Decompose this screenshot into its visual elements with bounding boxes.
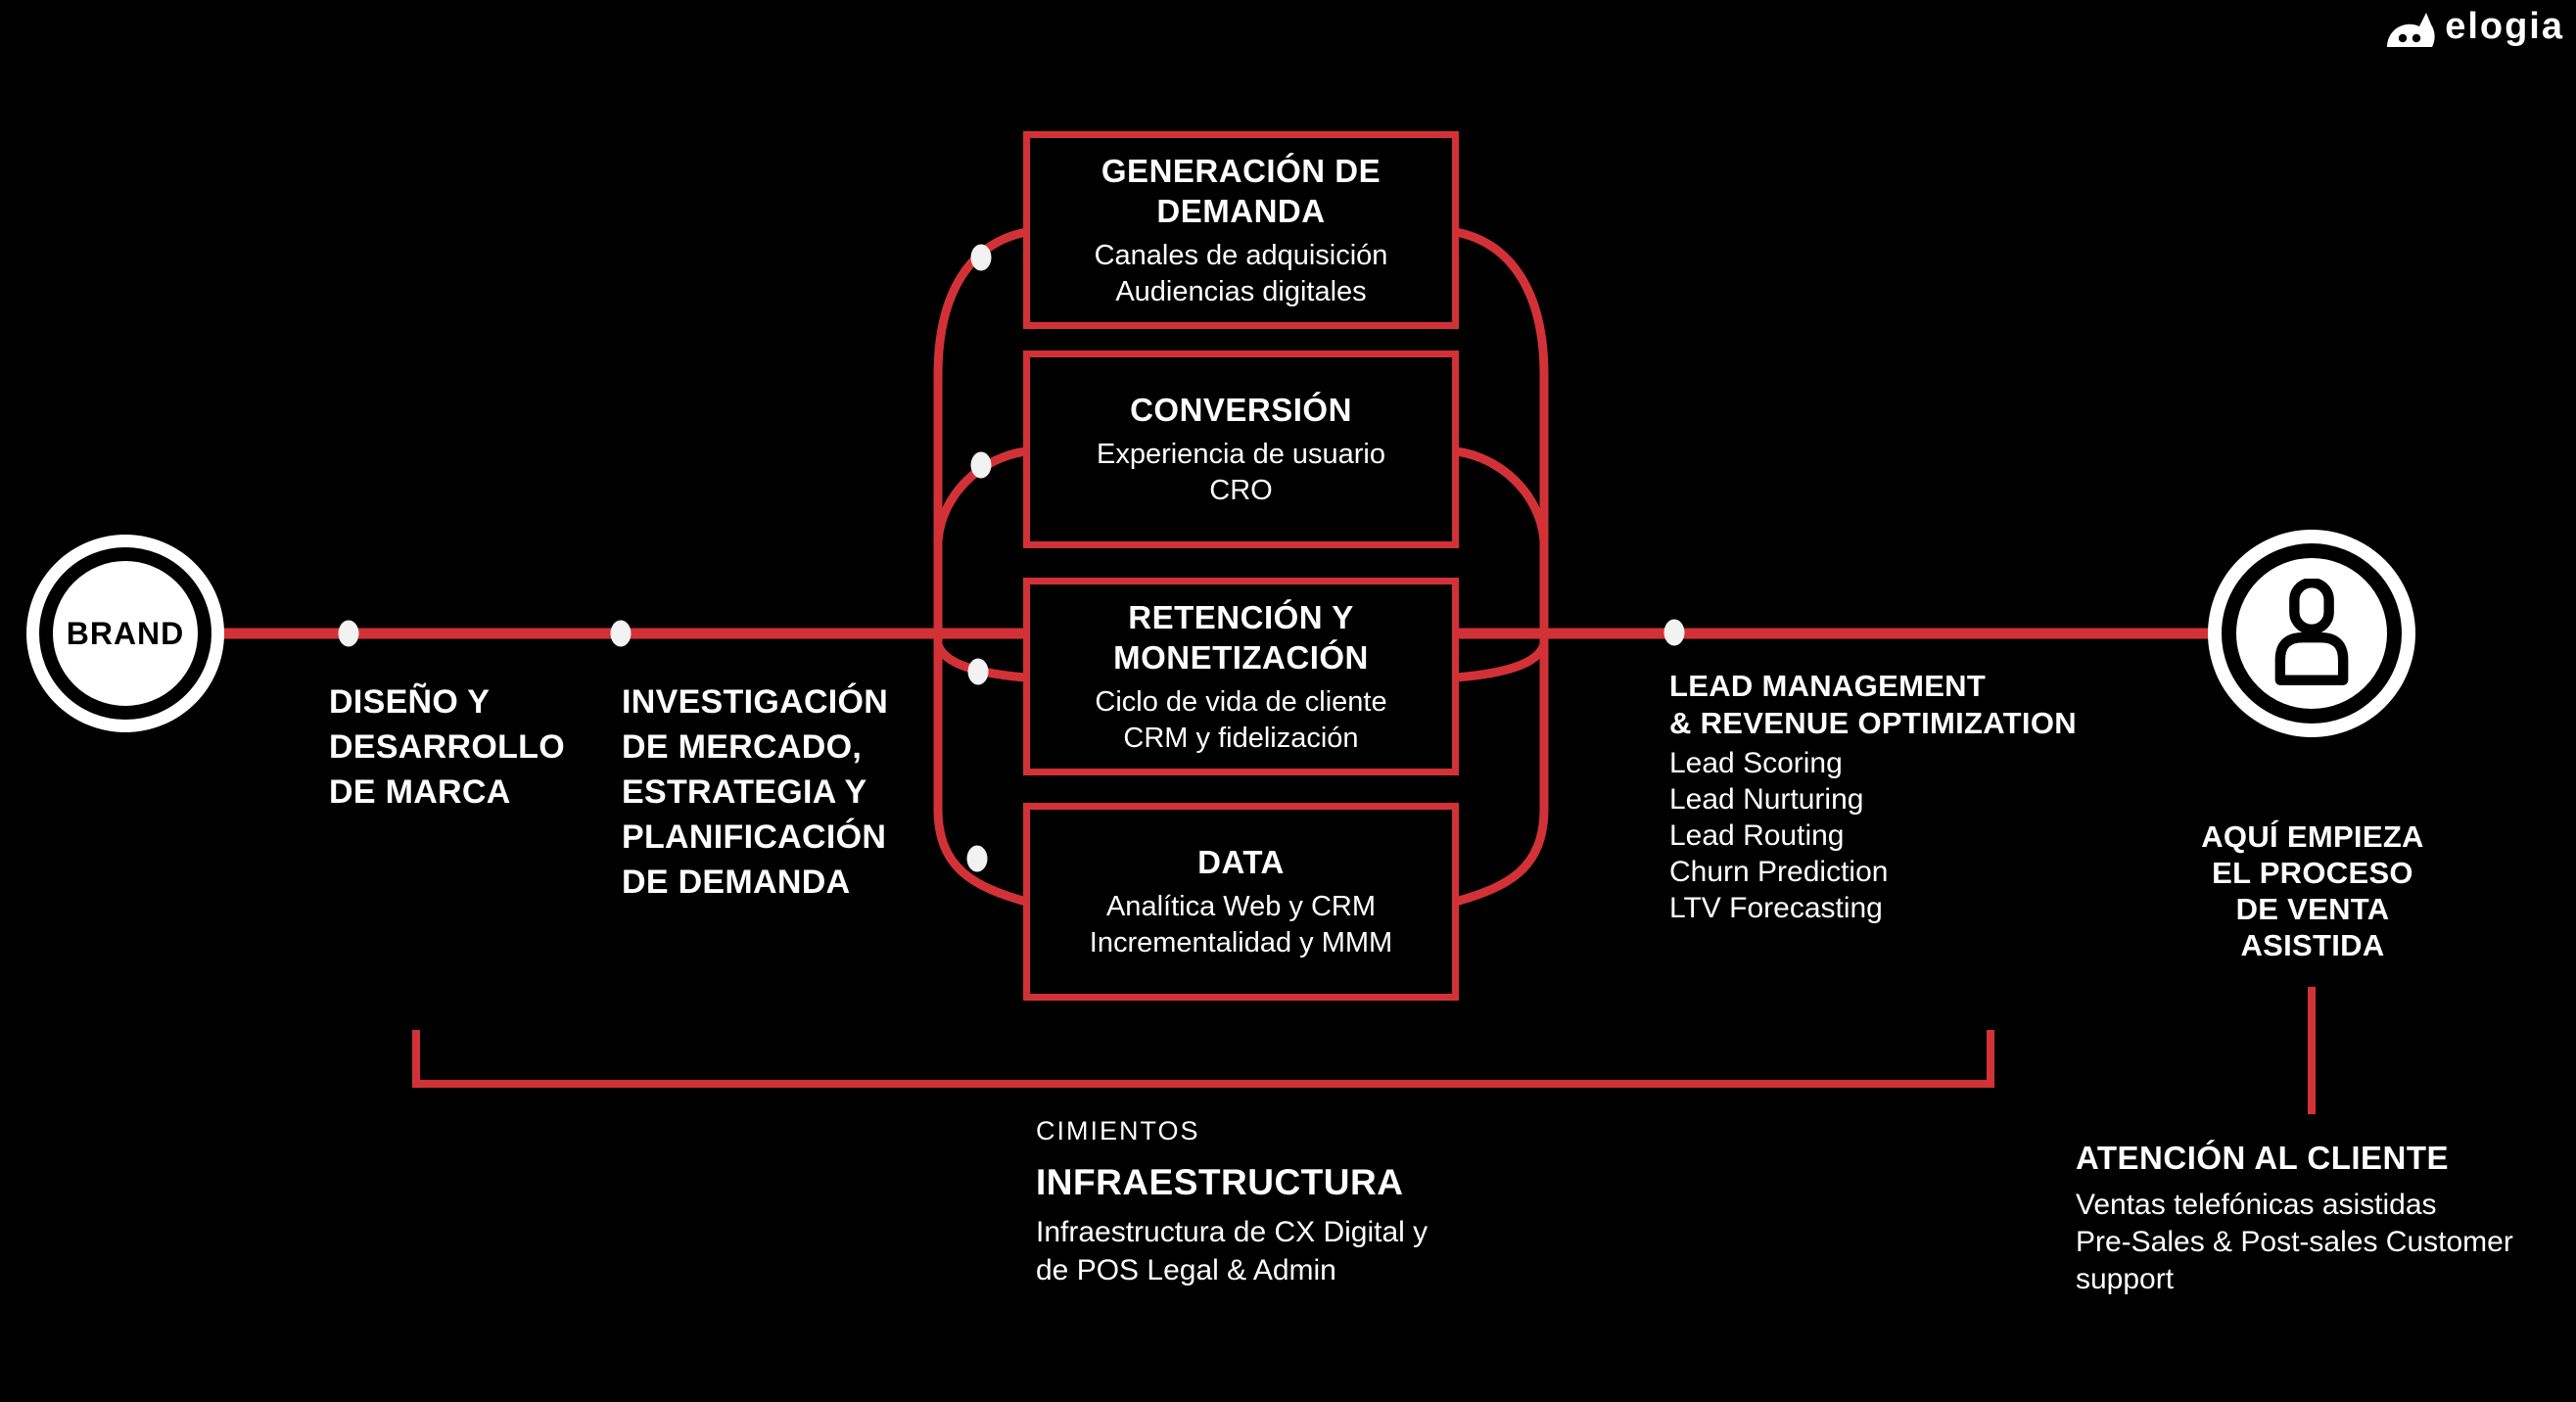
text-line: Lead Routing xyxy=(1669,819,1845,852)
person-icon xyxy=(2274,579,2349,685)
elogia-mascot-icon xyxy=(2387,13,2435,47)
label-investigacion-mercado: INVESTIGACIÓN DE MERCADO, ESTRATEGIA Y PLAN… xyxy=(622,679,888,905)
text-line: Pre-Sales & Post-sales Customer xyxy=(2076,1226,2513,1258)
funnel-box-retencion-monetizacion: RETENCIÓN Y MONETIZACIÓN Ciclo de vida d… xyxy=(1023,578,1459,775)
label-diseno-desarrollo-marca: DISEÑO Y DESARROLLO DE MARCA xyxy=(329,679,565,815)
foundations-block: CIMIENTOS INFRAESTRUCTURA Infraestructur… xyxy=(1036,1116,1428,1289)
assisted-sale-node xyxy=(2208,530,2415,737)
assisted-sale-inner-ring xyxy=(2222,543,2402,724)
branch-dot-generacion xyxy=(970,244,992,271)
left-connector-branch-conversion xyxy=(933,446,1027,541)
brand-label: BRAND xyxy=(66,615,185,651)
text-line: Ventas telefónicas asistidas xyxy=(2076,1189,2437,1221)
funnel-box-data: DATA Analítica Web y CRM Incrementalidad … xyxy=(1023,803,1459,1001)
text-line: Experiencia de usuario xyxy=(1096,439,1385,470)
text-line: DE MERCADO, xyxy=(622,728,863,766)
text-line: CRM y fidelización xyxy=(1123,722,1359,754)
timeline-dot xyxy=(610,620,632,647)
brand-node-inner-ring: BRAND xyxy=(39,547,211,720)
text-line: DISEÑO Y xyxy=(329,683,491,721)
customer-care-block: ATENCIÓN AL CLIENTE Ventas telefónicas a… xyxy=(2076,1140,2513,1298)
text-line: Incrementalidad y MMM xyxy=(1089,927,1393,958)
text-line: Analítica Web y CRM xyxy=(1105,891,1377,922)
text-line: PLANIFICACIÓN xyxy=(622,818,887,856)
funnel-box-title: GENERACIÓN DE DEMANDA xyxy=(1101,152,1382,229)
right-connector-branch-retencion xyxy=(1455,642,1549,682)
text-line: EL PROCESO xyxy=(2212,856,2413,890)
left-connector-branch-retencion xyxy=(933,642,1027,682)
timeline-dot xyxy=(1663,619,1685,646)
logo-text: elogia xyxy=(2445,5,2564,47)
text-line: de POS Legal & Admin xyxy=(1036,1254,1336,1286)
text-line: AQUÍ EMPIEZA xyxy=(2201,819,2424,854)
foundations-title: INFRAESTRUCTURA xyxy=(1036,1162,1404,1202)
text-line: LTV Forecasting xyxy=(1669,892,1883,924)
text-line: Audiencias digitales xyxy=(1115,275,1367,307)
foundations-bracket xyxy=(412,1030,1994,1088)
text-line: DESARROLLO xyxy=(329,728,565,766)
funnel-box-title: DATA xyxy=(1197,844,1285,880)
text-line: INVESTIGACIÓN xyxy=(622,683,889,721)
text-line: DE MARCA xyxy=(329,773,511,811)
text-line: support xyxy=(2076,1263,2175,1295)
funnel-box-title: CONVERSIÓN xyxy=(1130,392,1352,428)
funnel-box-subtitle: Analítica Web y CRM Incrementalidad y MMM xyxy=(1090,889,1392,961)
text-line: DE VENTA xyxy=(2235,892,2390,926)
left-connector-trunk xyxy=(933,227,1028,907)
text-line: Churn Prediction xyxy=(1669,856,1889,888)
text-line: & REVENUE OPTIMIZATION xyxy=(1669,706,2077,740)
text-line: LEAD MANAGEMENT xyxy=(1669,669,1987,703)
text-line: ASISTIDA xyxy=(2240,928,2385,962)
foundations-kicker: CIMIENTOS xyxy=(1036,1116,1200,1145)
text-line: ESTRATEGIA Y xyxy=(622,773,867,811)
branch-dot-conversion xyxy=(970,451,992,479)
elogia-logo: elogia xyxy=(2386,4,2564,49)
text-line: Lead Scoring xyxy=(1669,747,1843,779)
right-connector-branch-conversion xyxy=(1455,446,1549,541)
customer-care-title: ATENCIÓN AL CLIENTE xyxy=(2076,1140,2450,1176)
lead-management-title: LEAD MANAGEMENT& REVENUE OPTIMIZATION xyxy=(1669,668,2077,742)
text-line: Ciclo de vida de cliente xyxy=(1095,685,1387,718)
text-line: DE DEMANDA xyxy=(622,864,851,901)
funnel-box-title: RETENCIÓN Y MONETIZACIÓN xyxy=(1113,598,1369,676)
lead-management-block: LEAD MANAGEMENT& REVENUE OPTIMIZATION Le… xyxy=(1669,668,2077,926)
text-line: CRO xyxy=(1209,475,1273,506)
text-line: Canales de adquisición xyxy=(1094,239,1388,271)
text-line: Infraestructura de CX Digital y xyxy=(1036,1216,1429,1248)
funnel-box-generacion-de-demanda: GENERACIÓN DE DEMANDA Canales de adquisi… xyxy=(1023,131,1459,329)
timeline-dot xyxy=(338,620,359,647)
text-line: Lead Nurturing xyxy=(1669,783,1864,816)
brand-node: BRAND xyxy=(26,535,224,732)
branch-dot-data xyxy=(966,845,988,872)
right-connector-trunk xyxy=(1454,227,1549,907)
branch-dot-retencion xyxy=(967,658,989,685)
foundations-description: Infraestructura de CX Digital y de POS Le… xyxy=(1036,1213,1428,1289)
